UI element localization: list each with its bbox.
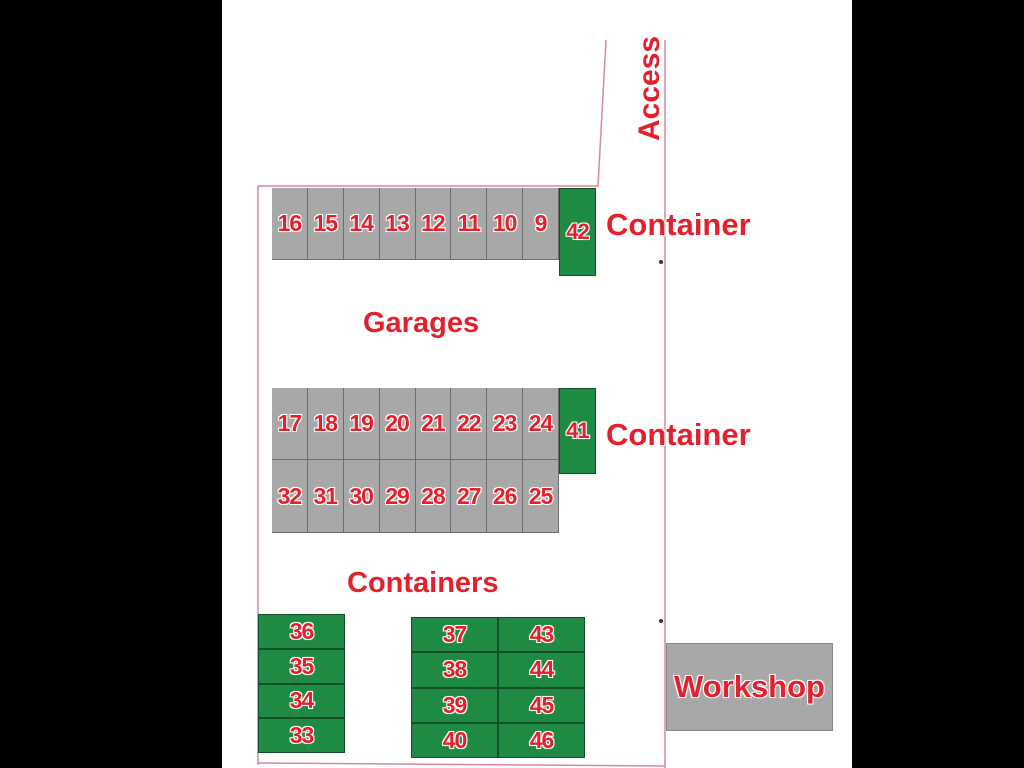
access-label: Access [633,35,666,141]
containers-label: Containers [347,567,499,599]
garage-unit-9[interactable]: 9 [523,188,559,260]
garage-unit-15[interactable]: 15 [307,188,344,260]
garages-label: Garages [363,307,480,339]
garage-unit-16[interactable]: 16 [272,188,308,260]
garage-unit-13[interactable]: 13 [379,188,416,260]
garage-unit-25[interactable]: 25 [523,460,559,533]
container-unit-41[interactable]: 41 [559,388,596,474]
garage-unit-21[interactable]: 21 [415,388,452,460]
container-unit-35[interactable]: 35 [258,648,345,684]
garage-unit-23[interactable]: 23 [487,388,524,460]
container-unit-39[interactable]: 39 [411,687,498,723]
garage-unit-20[interactable]: 20 [379,388,416,460]
container-unit-36[interactable]: 36 [258,614,345,649]
workshop-building[interactable]: Workshop [666,643,833,731]
container-unit-45[interactable]: 45 [498,687,585,723]
garage-unit-32[interactable]: 32 [272,460,308,533]
container-unit-37[interactable]: 37 [411,617,498,653]
garage-unit-22[interactable]: 22 [451,388,488,460]
garage-unit-30[interactable]: 30 [343,460,380,533]
container-unit-38[interactable]: 38 [411,652,498,688]
site-boundary [257,39,666,768]
garage-unit-28[interactable]: 28 [415,460,452,533]
container-unit-33[interactable]: 33 [258,718,345,753]
container-unit-42[interactable]: 42 [559,188,596,276]
container-unit-46[interactable]: 46 [498,722,585,758]
garage-unit-18[interactable]: 18 [307,388,344,460]
garage-unit-27[interactable]: 27 [451,460,488,533]
garage-unit-17[interactable]: 17 [272,388,308,460]
garage-unit-19[interactable]: 19 [343,388,380,460]
workshop-label: Workshop [674,669,825,704]
garage-unit-26[interactable]: 26 [487,460,524,533]
container-unit-43[interactable]: 43 [498,617,585,653]
garage-unit-10[interactable]: 10 [487,188,524,260]
container-unit-40[interactable]: 40 [411,722,498,758]
garage-unit-31[interactable]: 31 [307,460,344,533]
garage-unit-12[interactable]: 12 [415,188,452,260]
garage-unit-29[interactable]: 29 [379,460,416,533]
container-label-middle: Container [606,417,751,452]
garage-unit-14[interactable]: 14 [343,188,380,260]
garage-unit-24[interactable]: 24 [523,388,559,460]
garage-unit-11[interactable]: 11 [451,188,488,260]
container-unit-44[interactable]: 44 [498,652,585,688]
container-label-top: Container [606,207,751,242]
container-unit-34[interactable]: 34 [258,683,345,719]
